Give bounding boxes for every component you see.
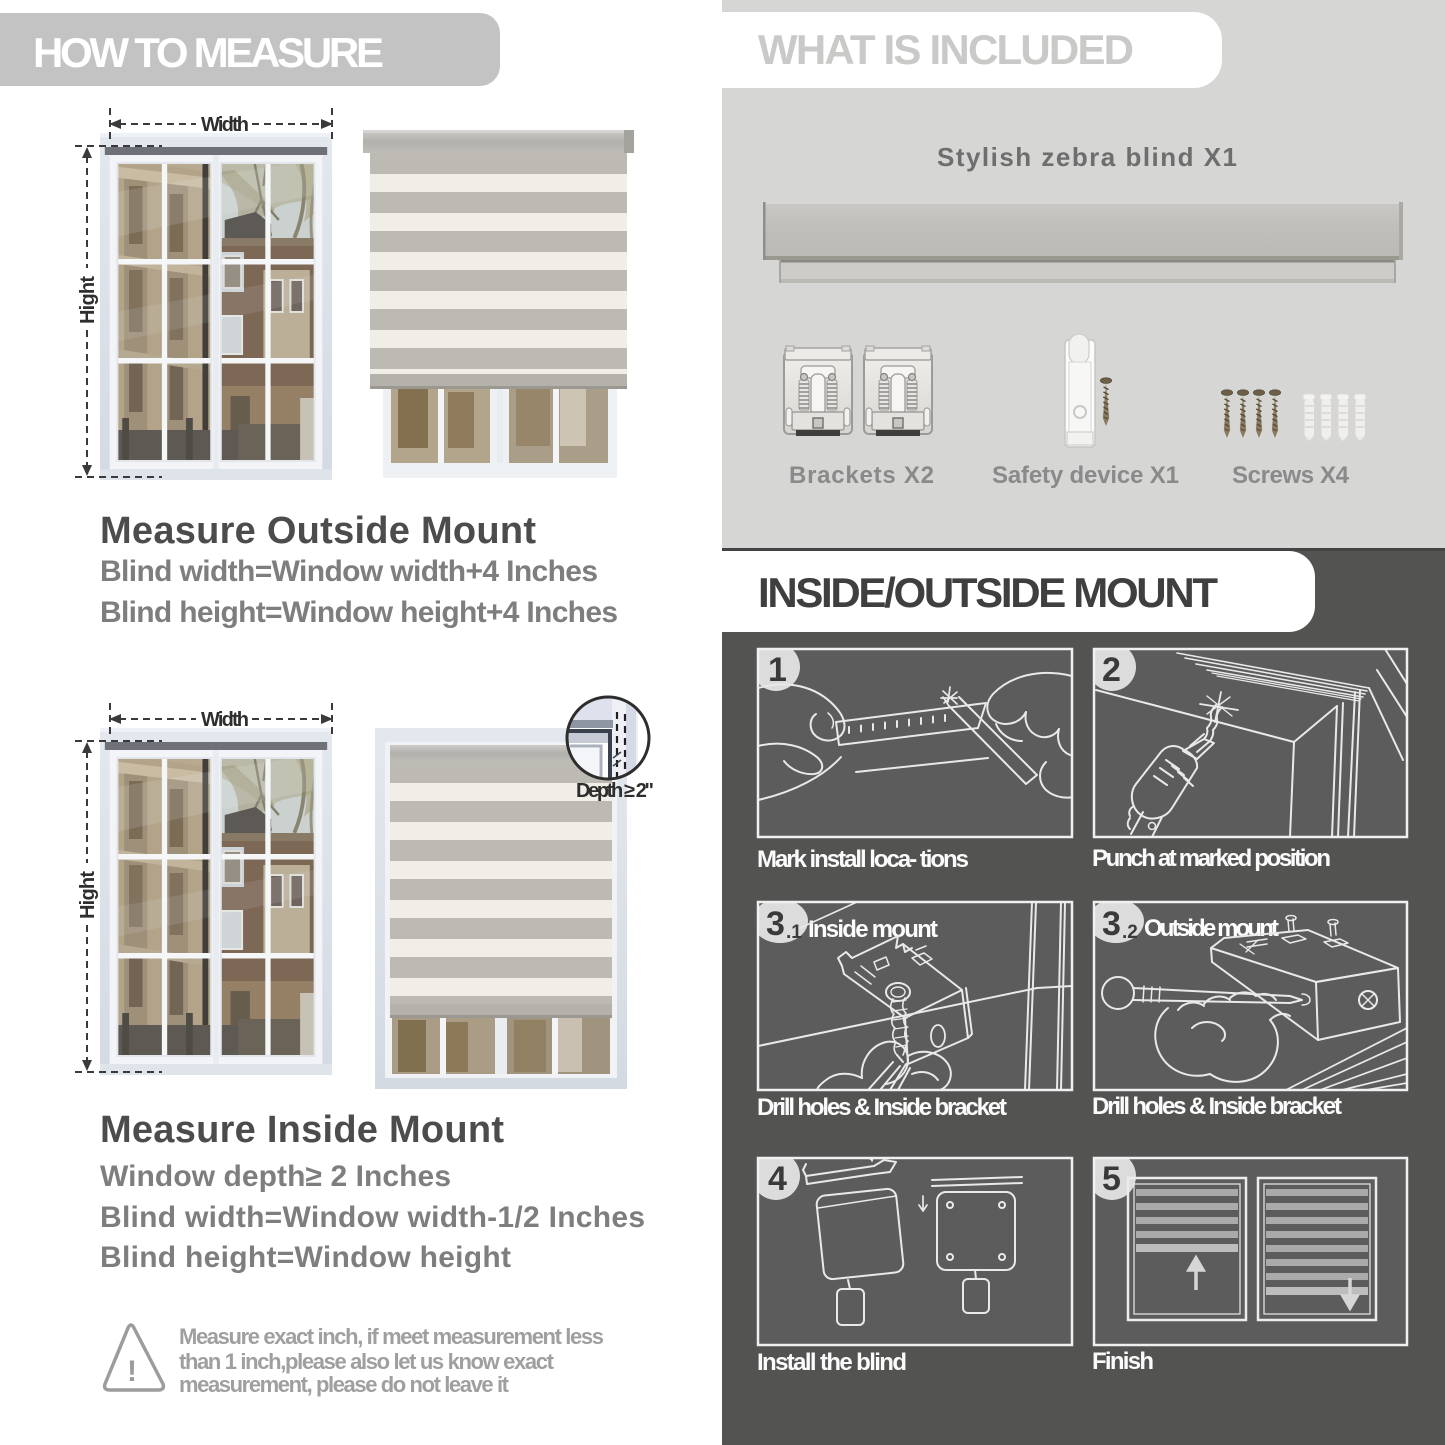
svg-text:Depth ≥ 2": Depth ≥ 2" (576, 780, 654, 802)
svg-text:Hight: Hight (77, 276, 99, 324)
svg-text:3: 3 (766, 905, 785, 943)
svg-text:Inside mount: Inside mount (808, 916, 938, 943)
svg-text:2: 2 (1102, 651, 1121, 689)
svg-text:.2: .2 (1122, 922, 1138, 943)
svg-text:WHAT IS INCLUDED: WHAT IS INCLUDED (758, 26, 1134, 73)
svg-text:than 1 inch,please also let us: than 1 inch,please also let us know exac… (179, 1349, 555, 1374)
svg-text:Outside mount: Outside mount (1144, 915, 1279, 942)
svg-text:Blind height=Window height+4 I: Blind height=Window height+4 Inches (100, 596, 618, 629)
svg-text:INSIDE/OUTSIDE MOUNT: INSIDE/OUTSIDE MOUNT (758, 569, 1218, 616)
svg-text:Width: Width (201, 114, 249, 136)
svg-text:Drill holes & Inside bracket: Drill holes & Inside bracket (757, 1094, 1007, 1121)
svg-text:Finish: Finish (1092, 1348, 1154, 1375)
svg-text:Blind width=Window width+4 Inc: Blind width=Window width+4 Inches (100, 555, 598, 588)
svg-text:HOW TO MEASURE: HOW TO MEASURE (33, 29, 384, 76)
svg-text:Blind height=Window height: Blind height=Window height (100, 1241, 511, 1274)
svg-text:Mark install loca- tions: Mark install loca- tions (757, 846, 969, 873)
svg-text:Width: Width (201, 709, 249, 731)
svg-text:Window depth≥ 2 Inches: Window depth≥ 2 Inches (100, 1160, 451, 1193)
svg-text:Punch at marked position: Punch at marked position (1092, 845, 1331, 872)
svg-text:Blind width=Window width-1/2 I: Blind width=Window width-1/2 Inches (100, 1201, 645, 1234)
svg-text:3: 3 (1102, 905, 1121, 943)
svg-text:Brackets X2: Brackets X2 (789, 462, 934, 489)
svg-text:Screws X4: Screws X4 (1232, 462, 1350, 489)
svg-text:1: 1 (768, 651, 787, 689)
svg-text:Hight: Hight (77, 871, 99, 919)
svg-text:Drill holes & Inside bracket: Drill holes & Inside bracket (1092, 1093, 1342, 1120)
svg-text:.1: .1 (786, 922, 802, 943)
svg-text:Safety device X1: Safety device X1 (992, 462, 1179, 489)
svg-text:Install the blind: Install the blind (757, 1349, 907, 1376)
svg-text:Stylish zebra blind X1: Stylish zebra blind X1 (937, 142, 1237, 172)
svg-text:Measure exact inch, if meet me: Measure exact inch, if meet measurement … (179, 1324, 604, 1349)
svg-text:Measure Inside Mount: Measure Inside Mount (100, 1109, 504, 1151)
svg-text:Measure Outside Mount: Measure Outside Mount (100, 510, 536, 552)
svg-text:5: 5 (1102, 1160, 1121, 1198)
svg-text:!: ! (127, 1355, 137, 1388)
svg-text:measurement, please do not lea: measurement, please do not leave it (179, 1372, 510, 1397)
svg-text:4: 4 (768, 1160, 787, 1198)
